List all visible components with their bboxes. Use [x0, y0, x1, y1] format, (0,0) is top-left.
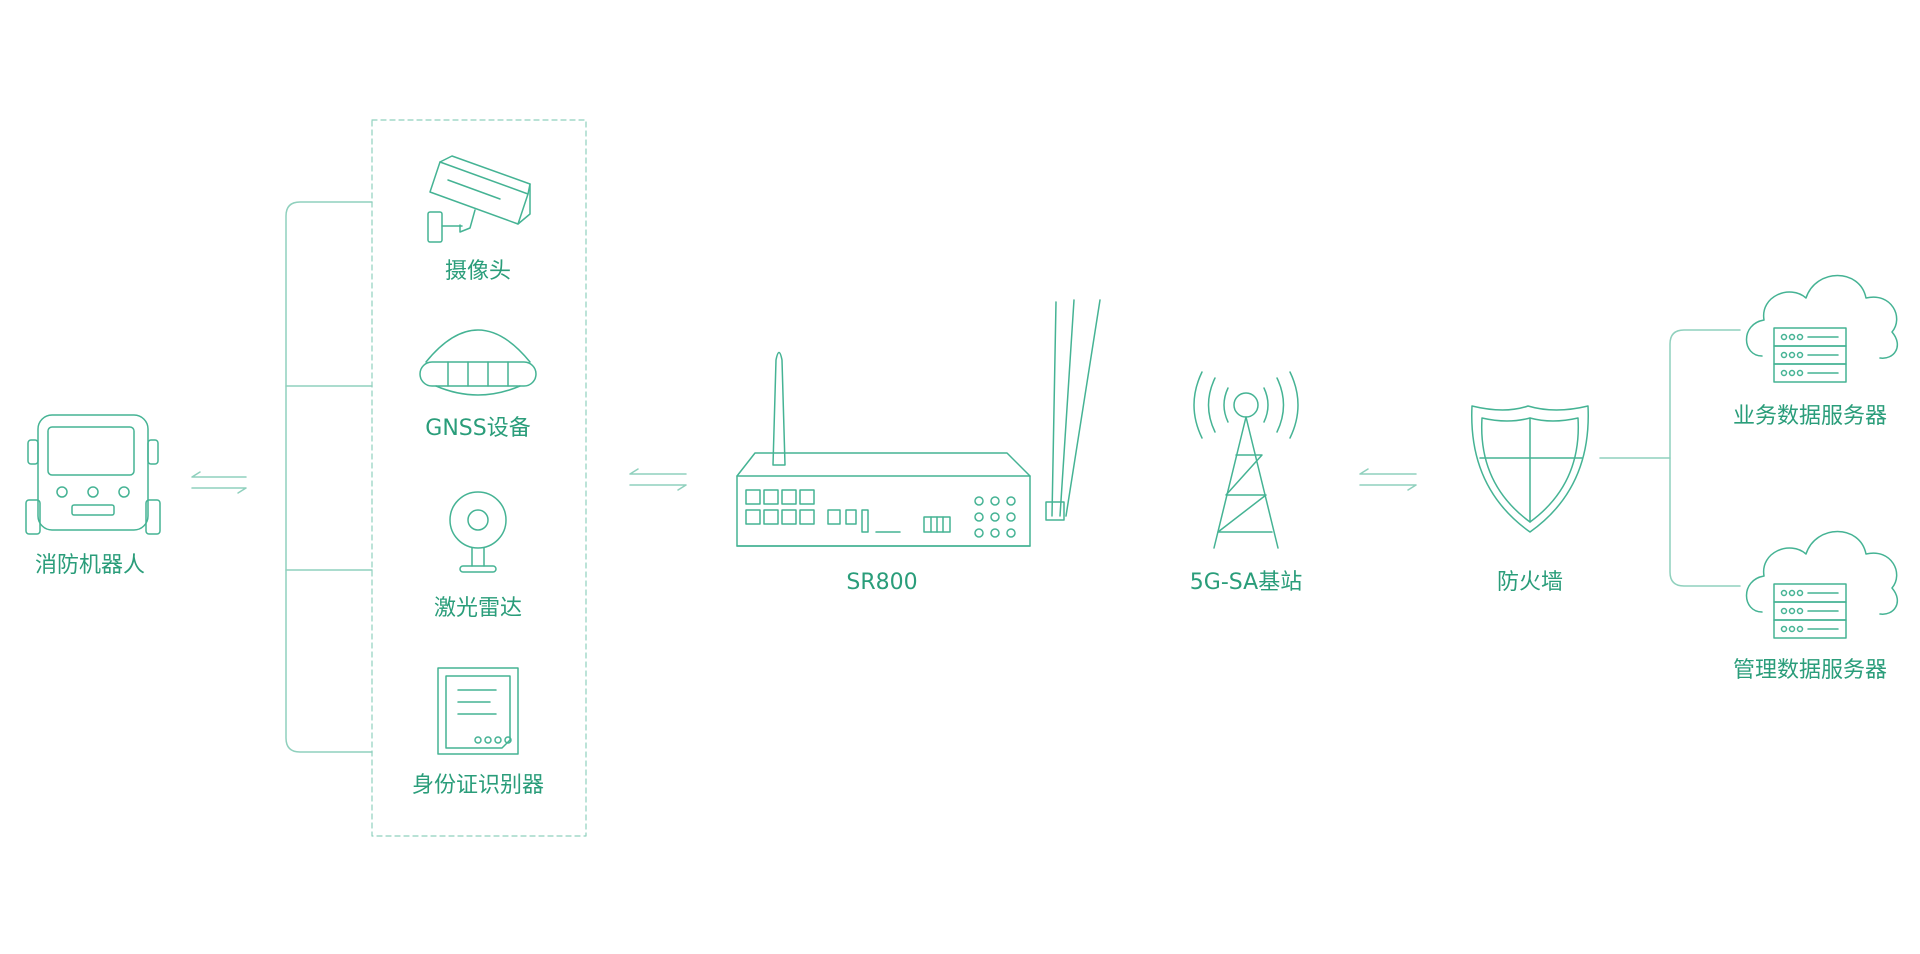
lidar-icon: [449, 491, 507, 573]
firewall-shield-icon: [1471, 405, 1589, 533]
bidirectional-arrow-icon: [1359, 468, 1417, 491]
id-reader-label: 身份证识别器: [411, 773, 545, 798]
base-station-label: 5G-SA基站: [1189, 570, 1303, 595]
firewall-server-connector: [1599, 329, 1741, 587]
router-label: SR800: [846, 570, 918, 595]
router-icon: [736, 299, 1101, 547]
business-server-label: 业务数据服务器: [1732, 404, 1888, 429]
management-server-label: 管理数据服务器: [1732, 658, 1888, 683]
cloud-server-icon: [1745, 530, 1898, 639]
device-group-box: [371, 119, 587, 837]
bidirectional-arrow-icon: [629, 468, 687, 491]
device-bracket: [285, 201, 373, 753]
firewall-label: 防火墙: [1496, 570, 1564, 595]
camera-label: 摄像头: [444, 259, 512, 284]
fire-robot-icon: [25, 414, 161, 535]
bidirectional-arrow-icon: [191, 471, 247, 494]
gnss-device-icon: [419, 329, 537, 396]
robot-label: 消防机器人: [34, 553, 146, 578]
gnss-label: GNSS设备: [425, 416, 531, 441]
camera-icon: [427, 155, 531, 243]
id-card-reader-icon: [437, 667, 519, 755]
cloud-server-icon: [1745, 274, 1898, 383]
lidar-label: 激光雷达: [433, 596, 523, 621]
cell-tower-icon: [1193, 371, 1299, 549]
